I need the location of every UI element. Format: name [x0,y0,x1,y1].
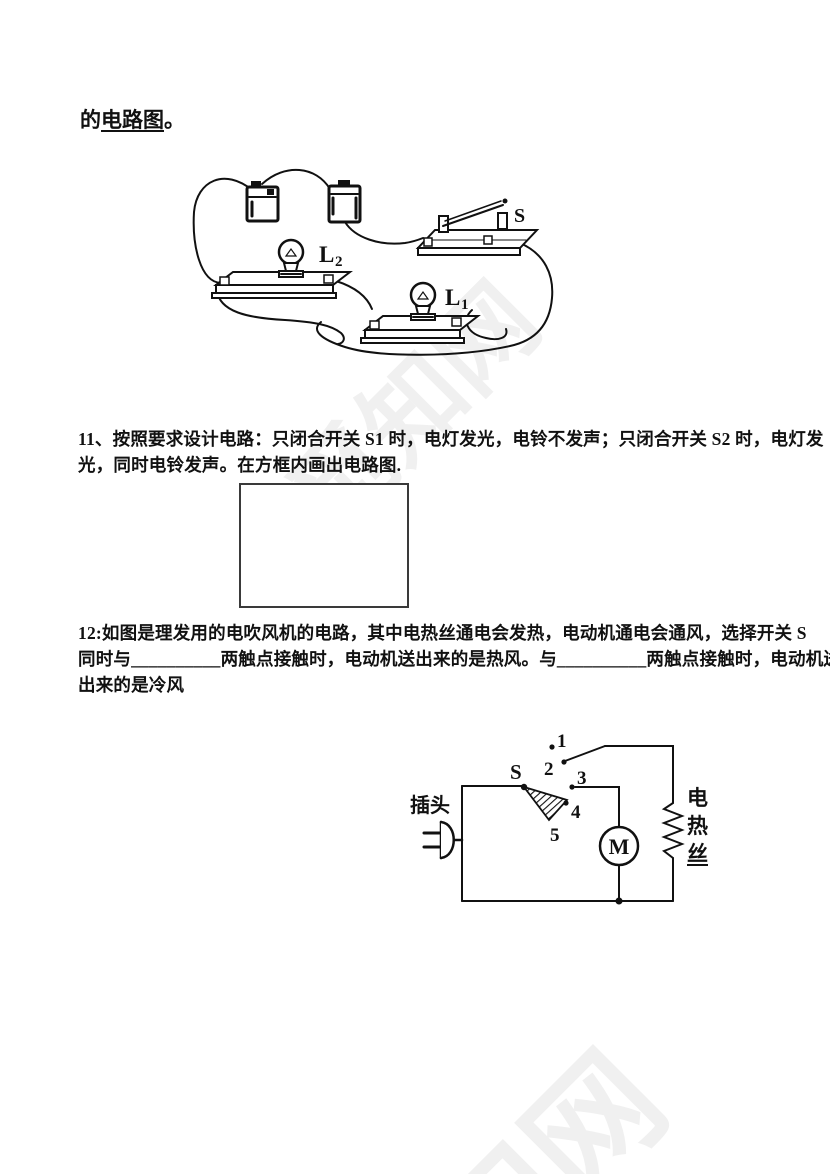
contact-dot [561,759,567,765]
plug-icon [422,820,464,860]
question-12-line: 同时与__________两触点接触时，电动机送出来的是热风。与________… [78,649,830,669]
contact-dot [563,800,569,806]
intro-prefix: 的 [80,108,101,132]
question-12: 12:如图是理发用的电吹风机的电路，其中电热丝通电会发热，电动机通电会通风，选择… [78,620,830,698]
contact-dot [549,744,555,750]
circuit-diagram: M 1 2 3 4 5 S [422,731,685,905]
heater-label: 电 热 丝 [687,784,708,868]
selector-switch-icon [521,785,569,822]
schematic-switch-label: S [510,760,522,784]
watermark: 觅知网 [291,1005,700,1174]
battery-icon [245,181,280,223]
plug-label: 插头 [410,795,450,817]
resistor-icon [661,802,685,859]
intro-suffix: 。 [164,108,185,132]
battery-icon [327,180,362,224]
heater-char: 电 [687,786,708,810]
circuit-illustration: S L 2 L 1 [192,169,554,356]
lamp-icon [211,238,353,299]
motor-icon [598,825,640,867]
contact-label: 3 [577,768,587,789]
junction-dot [615,897,623,905]
answer-box [239,483,409,608]
knife-switch-icon [415,198,540,256]
wire-loops [192,169,554,356]
question-11: 11、按照要求设计电路：只闭合开关 S1 时，电灯发光，电铃不发声；只闭合开关 … [78,426,824,478]
heater-char: 热 [687,814,708,838]
contact-label: 1 [557,731,567,752]
lamp-icon [360,281,481,344]
lamp-l2-sub: 2 [335,254,343,270]
contact-dot [569,784,575,790]
question-11-line: 11、按照要求设计电路：只闭合开关 S1 时，电灯发光，电铃不发声；只闭合开关 … [78,429,824,449]
motor-label: M [609,834,630,859]
lamp-l2-label: L [319,242,334,267]
lamp-l1-label: L [445,285,460,310]
schematic-wires [461,745,674,902]
contact-label: 5 [550,825,560,846]
contact-label: 4 [571,802,581,823]
question-11-line: 光，同时电铃发声。在方框内画出电路图. [78,455,402,475]
heater-char: 丝 [687,842,708,866]
contact-label: 2 [544,759,554,780]
lamp-l1-sub: 1 [461,297,469,313]
switch-pivot-dot [520,783,528,791]
intro-text: 的电路图。 [80,106,185,134]
illustration-switch-label: S [514,205,525,227]
underlined-term: 电路图 [101,108,164,132]
question-12-line: 12:如图是理发用的电吹风机的电路，其中电热丝通电会发热，电动机通电会通风，选择… [78,623,807,643]
question-12-line: 出来的是冷风 [78,675,185,695]
